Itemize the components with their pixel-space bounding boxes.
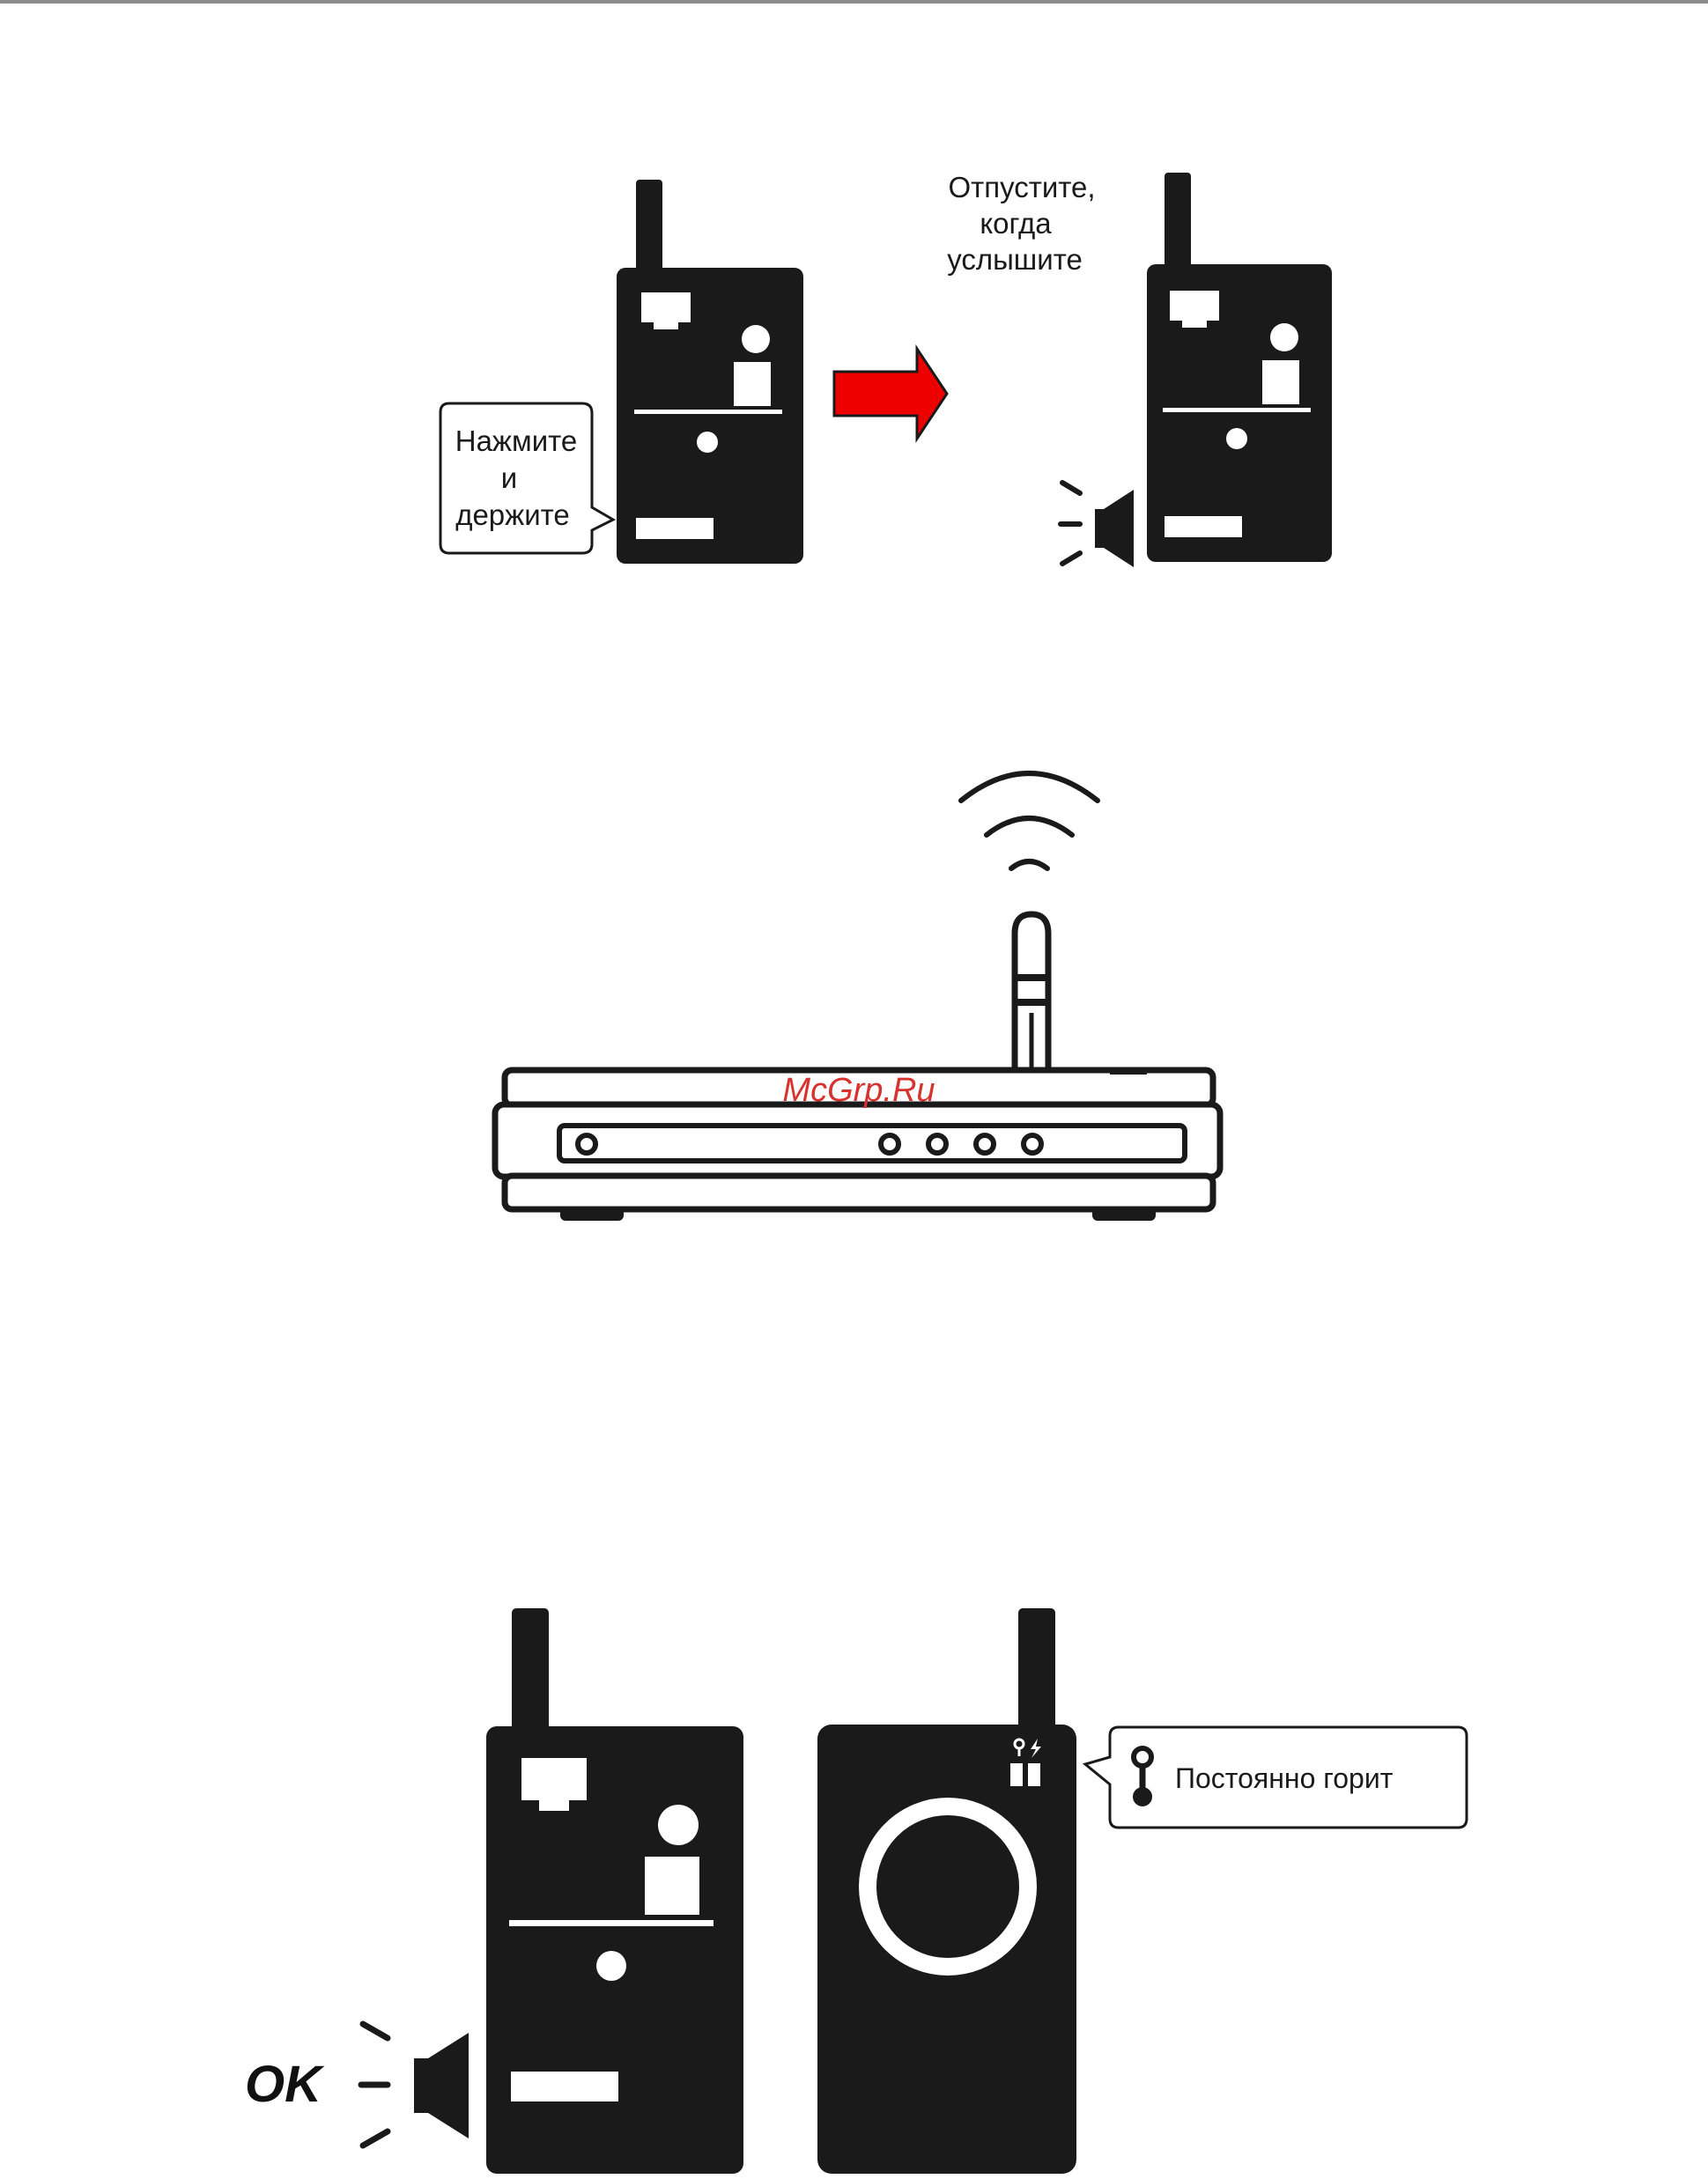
press-hold-label-1: Нажмите bbox=[455, 425, 577, 457]
receiver-antenna bbox=[1018, 1608, 1055, 1732]
router-foot-left bbox=[560, 1207, 624, 1221]
ok-label: OK bbox=[245, 2056, 325, 2113]
transmitter-left bbox=[617, 180, 803, 564]
red-arrow-icon bbox=[834, 349, 947, 439]
led-status-callout: Постоянно горит bbox=[1085, 1727, 1467, 1828]
transmitter-right bbox=[1147, 173, 1332, 562]
transmitter-right-antenna bbox=[1165, 173, 1191, 271]
transmitter-right-led bbox=[1226, 428, 1247, 449]
receiver bbox=[817, 1608, 1076, 2174]
release-label-2: когда bbox=[980, 207, 1052, 240]
router-power-led bbox=[578, 1135, 595, 1153]
transmitter-left-antenna bbox=[636, 180, 662, 277]
router-led-2 bbox=[928, 1135, 946, 1153]
transmitter-bottom-button bbox=[511, 2072, 618, 2101]
transmitter-right-person-body bbox=[1262, 360, 1299, 404]
speaker-beep-icon bbox=[1061, 483, 1134, 567]
receiver-body bbox=[817, 1725, 1076, 2174]
transmitter-left-person-head bbox=[742, 325, 770, 353]
transmitter-right-button bbox=[1165, 516, 1242, 537]
top-rule bbox=[0, 0, 1708, 4]
transmitter-bottom-divider bbox=[509, 1920, 714, 1926]
press-hold-label-2: и bbox=[501, 462, 517, 494]
transmitter-left-divider bbox=[634, 410, 782, 414]
speaker-ok-icon bbox=[361, 2024, 469, 2146]
release-label-1: Отпустите, bbox=[948, 171, 1095, 203]
transmitter-left-person-body bbox=[734, 362, 771, 406]
router-foot-right bbox=[1092, 1207, 1156, 1221]
transmitter-right-person-head bbox=[1270, 323, 1298, 351]
transmitter-left-icon-block bbox=[641, 292, 691, 322]
transmitter-right-icon-block bbox=[1170, 291, 1219, 321]
release-label-3: услышите bbox=[947, 243, 1083, 276]
transmitter-bottom-person-head bbox=[658, 1805, 699, 1845]
led-status-label: Постоянно горит bbox=[1175, 1762, 1394, 1794]
transmitter-bottom-antenna bbox=[512, 1608, 549, 1732]
step3-group: OK bbox=[245, 1608, 1467, 2174]
press-hold-label-3: держите bbox=[455, 499, 570, 531]
router-led-3 bbox=[976, 1135, 994, 1153]
press-hold-callout: Нажмите и держите bbox=[440, 403, 613, 553]
transmitter-bottom-led bbox=[596, 1951, 626, 1981]
transmitter-bottom-person-body bbox=[645, 1857, 699, 1915]
watermark: McGrp.Ru bbox=[782, 1072, 935, 1109]
transmitter-left-led bbox=[697, 432, 718, 453]
transmitter-right-divider bbox=[1163, 408, 1311, 412]
router-led-4 bbox=[1024, 1135, 1041, 1153]
step1-group: Нажмите и держите Отпустите, когда услыш… bbox=[440, 171, 1332, 567]
transmitter-bottom bbox=[486, 1608, 743, 2174]
transmitter-bottom-icon-block bbox=[521, 1758, 587, 1800]
step2-group: McGrp.Ru bbox=[495, 773, 1220, 1221]
transmitter-left-button bbox=[636, 518, 714, 539]
release-label: Отпустите, когда услышите bbox=[947, 171, 1095, 276]
wifi-signal-icon bbox=[961, 773, 1098, 868]
router-antenna bbox=[1015, 914, 1048, 1073]
router-led-1 bbox=[881, 1135, 898, 1153]
